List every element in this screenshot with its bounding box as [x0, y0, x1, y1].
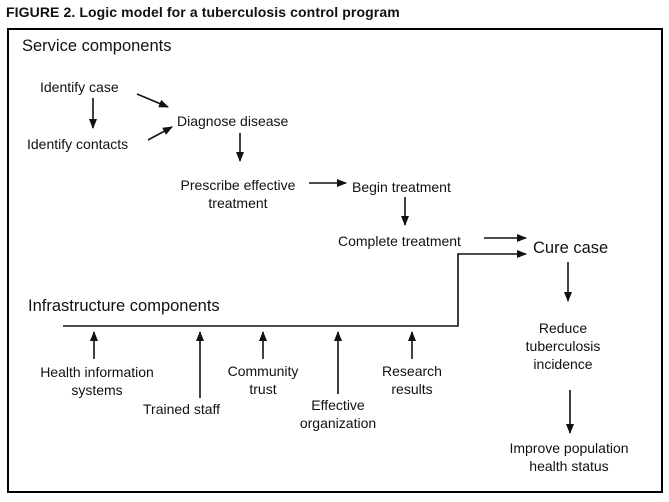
- figure-title: FIGURE 2. Logic model for a tuberculosis…: [6, 4, 400, 20]
- node-identify-case: Identify case: [40, 79, 119, 95]
- node-research-results: Research results: [382, 363, 442, 397]
- node-diagnose-disease: Diagnose disease: [177, 113, 289, 129]
- node-effective-organization: Effective organization: [299, 397, 377, 431]
- node-trained-staff: Trained staff: [143, 401, 221, 417]
- infrastructure-components-heading: Infrastructure components: [28, 297, 220, 315]
- node-cure-case: Cure case: [533, 239, 609, 257]
- node-begin-treatment: Begin treatment: [352, 179, 451, 195]
- node-health-information-systems: Health information systems: [40, 364, 154, 398]
- node-identify-contacts: Identify contacts: [27, 136, 129, 152]
- node-reduce-tuberculosis-incidence: Reduce tuberculosis incidence: [525, 320, 601, 372]
- node-improve-population-health-status: Improve population health status: [509, 440, 629, 474]
- node-prescribe-effective-treatment: Prescribe effective treatment: [180, 177, 296, 211]
- node-complete-treatment: Complete treatment: [338, 233, 461, 249]
- service-components-heading: Service components: [22, 37, 172, 55]
- node-community-trust: Community trust: [227, 363, 299, 397]
